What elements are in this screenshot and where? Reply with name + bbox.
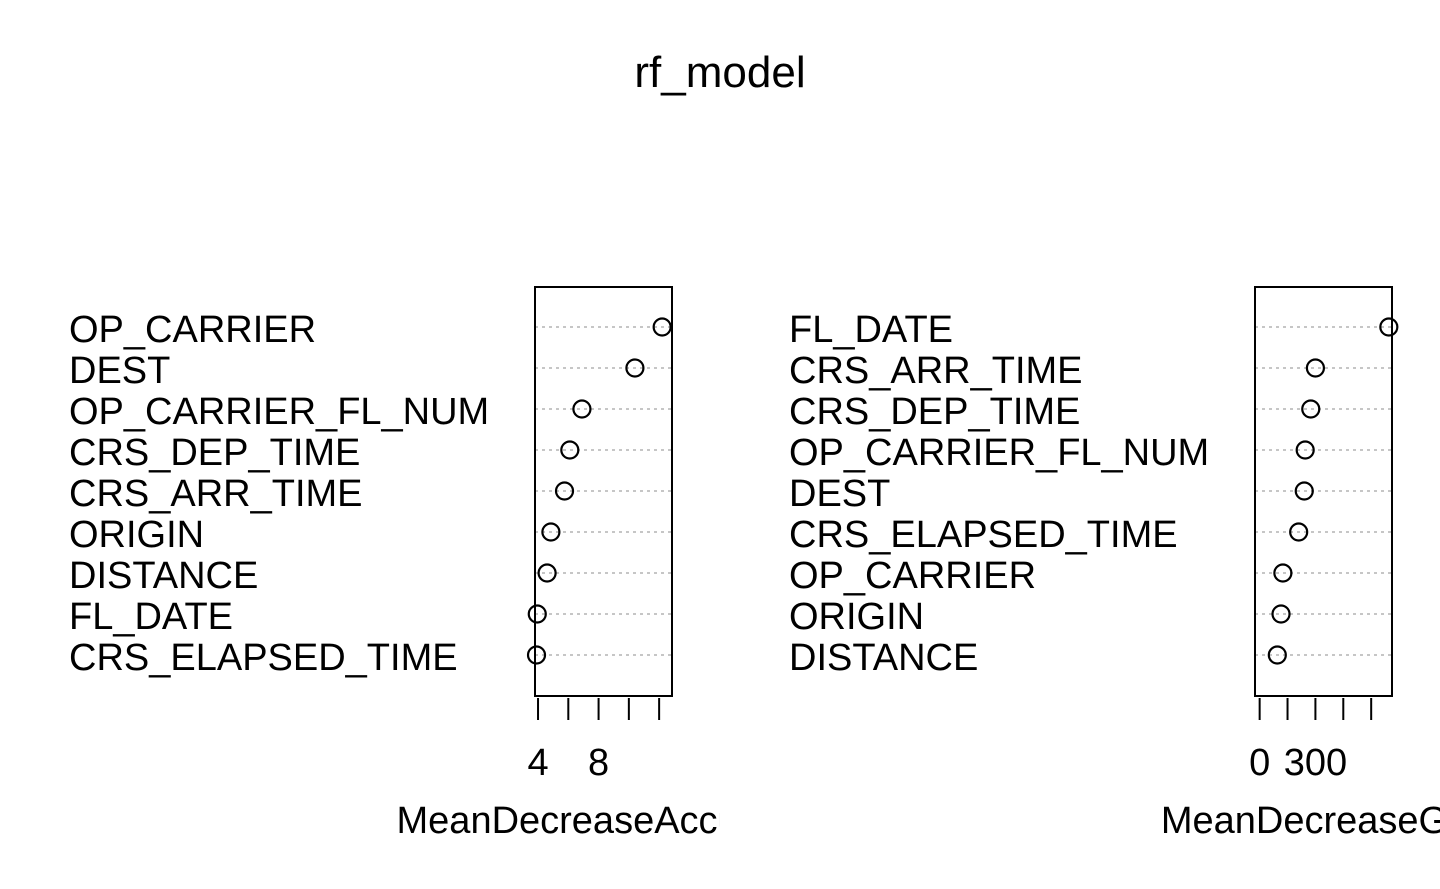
category-label: FL_DATE (789, 309, 953, 351)
data-point (1379, 317, 1399, 337)
category-label: CRS_ELAPSED_TIME (789, 514, 1178, 556)
data-point (1289, 522, 1309, 542)
data-point (652, 317, 672, 337)
category-label: CRS_DEP_TIME (789, 391, 1080, 433)
chart-title: rf_model (634, 48, 805, 97)
data-point (1305, 358, 1326, 378)
data-point (1273, 563, 1293, 583)
x-tick-label: 8 (588, 742, 609, 784)
category-label: OP_CARRIER (789, 555, 1036, 597)
category-label: DEST (789, 473, 890, 515)
x-tick-label: 300 (1284, 742, 1347, 784)
data-point (572, 399, 592, 419)
data-point (560, 440, 580, 460)
category-label: CRS_ELAPSED_TIME (69, 637, 458, 679)
data-point (537, 563, 557, 583)
x-axis-label: MeanDecreaseAccuracy (397, 800, 811, 842)
plot-frame (1254, 286, 1393, 697)
category-label: CRS_ARR_TIME (789, 350, 1083, 392)
x-tick-label: 0 (1249, 742, 1270, 784)
data-point (554, 481, 575, 501)
data-point (1271, 604, 1291, 624)
category-label: DISTANCE (789, 637, 978, 679)
category-label: DISTANCE (69, 555, 258, 597)
data-point (1295, 440, 1315, 460)
chart-panels: OP_CARRIERDESTOP_CARRIER_FL_NUMCRS_DEP_T… (69, 286, 1440, 842)
data-point (526, 645, 547, 665)
category-label: CRS_ARR_TIME (69, 473, 363, 515)
category-label: OP_CARRIER (69, 309, 316, 351)
data-point (1267, 645, 1287, 665)
x-tick-label: 4 (527, 742, 548, 784)
category-label: ORIGIN (789, 596, 924, 638)
category-label: OP_CARRIER_FL_NUM (789, 432, 1209, 474)
category-label: CRS_DEP_TIME (69, 432, 360, 474)
category-label: FL_DATE (69, 596, 233, 638)
category-label: ORIGIN (69, 514, 204, 556)
dotchart-panel: FL_DATECRS_ARR_TIMECRS_DEP_TIMEOP_CARRIE… (789, 286, 1440, 842)
category-label: OP_CARRIER_FL_NUM (69, 391, 489, 433)
data-point (625, 358, 645, 378)
data-point (541, 522, 561, 542)
x-axis-label: MeanDecreaseGini (1161, 800, 1440, 842)
dotchart-panel: OP_CARRIERDESTOP_CARRIER_FL_NUMCRS_DEP_T… (69, 286, 811, 842)
category-label: DEST (69, 350, 170, 392)
data-point (1294, 481, 1314, 501)
plot-frame (534, 286, 673, 697)
data-point (1301, 399, 1321, 419)
data-point (527, 604, 547, 624)
